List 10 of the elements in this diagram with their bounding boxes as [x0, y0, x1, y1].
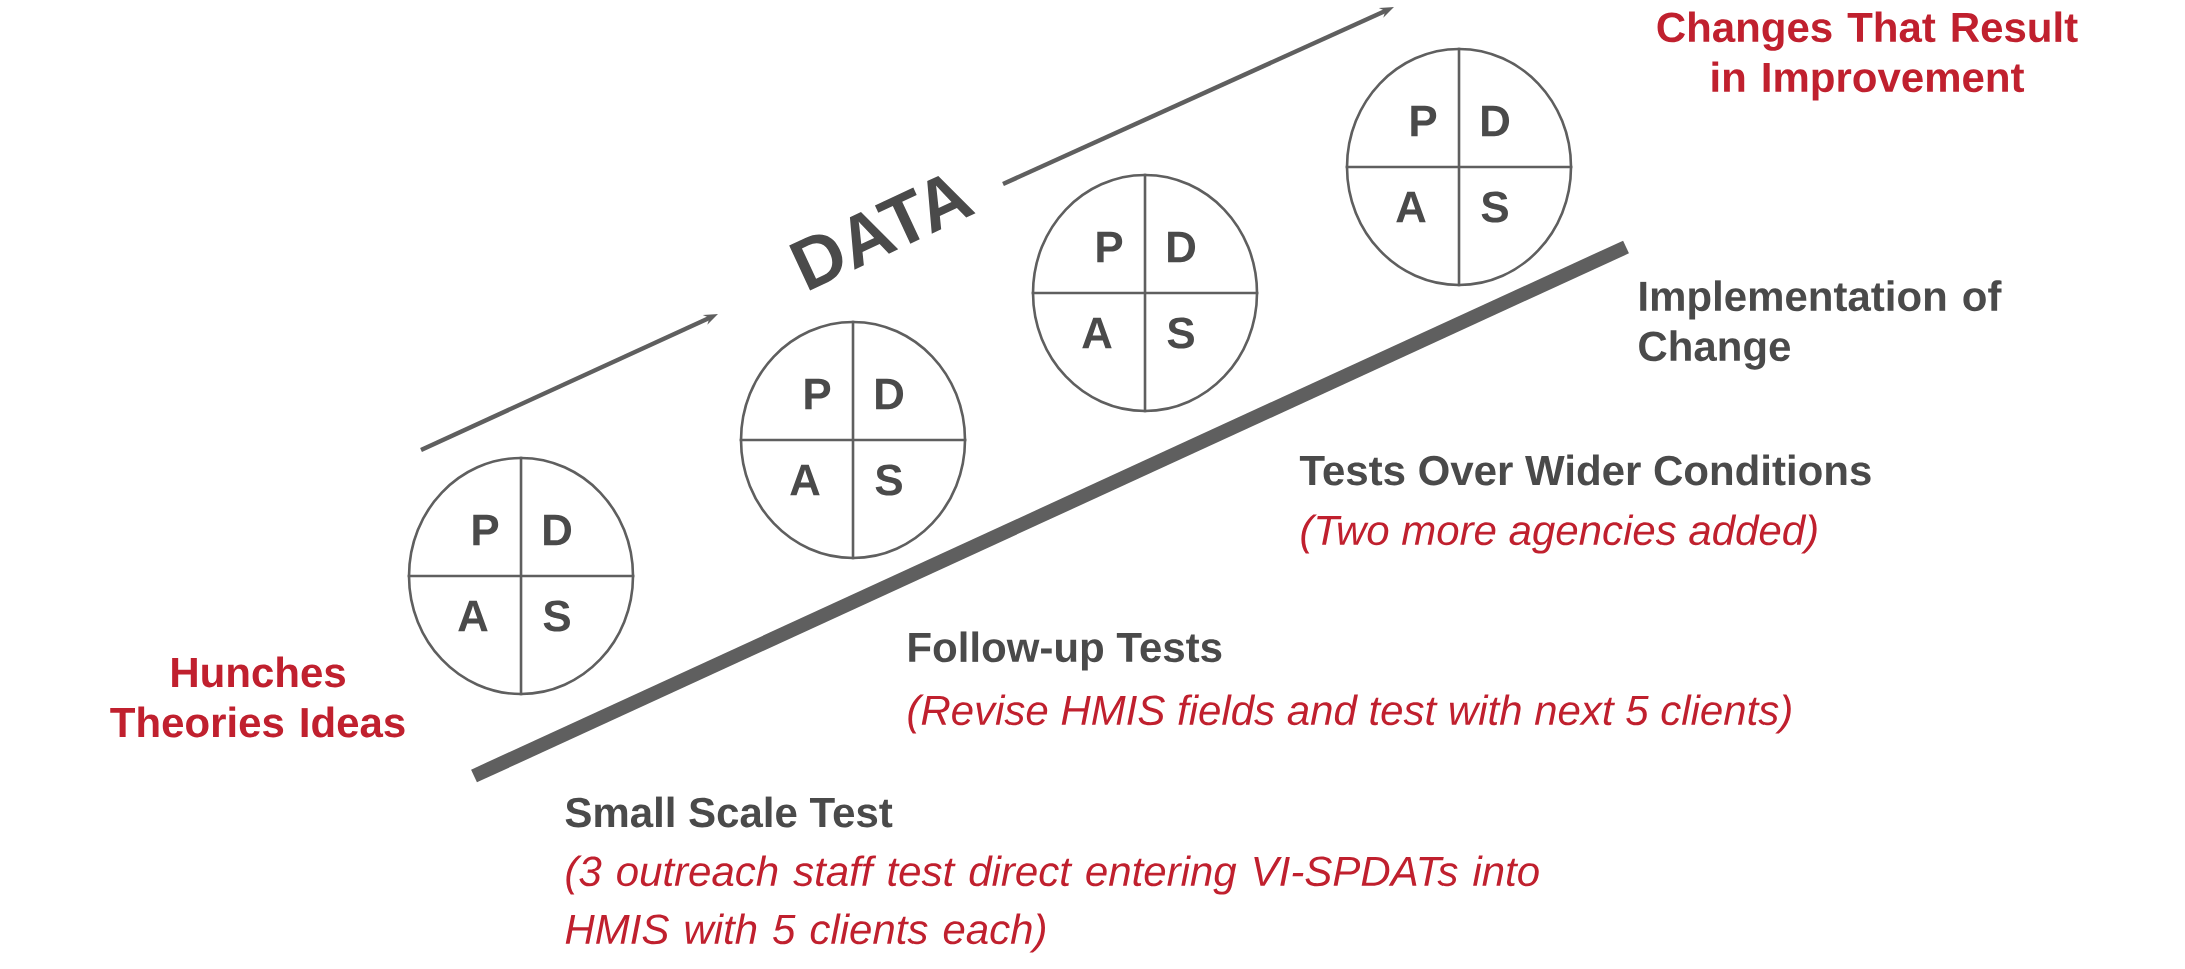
stage-heading: Implementation of Change [1639, 280, 2002, 370]
stage-note: (Two more agencies added) [1301, 514, 1817, 554]
stage-note: (Revise HMIS fields and test with next 5 clients) [908, 694, 1791, 734]
stage-heading: Follow-up Tests [909, 631, 1222, 671]
heading: Hunches Theories Ideas [110, 656, 405, 738]
stage-heading: Small Scale Test [565, 796, 893, 828]
data-label: DATA [789, 176, 976, 291]
stage-heading: Tests Over Wider Conditions [1299, 454, 1871, 486]
heading: Changes That Result in Improvement [1657, 11, 2078, 101]
stage-note: (3 outreach staff test direct entering VI-SPDATs into HMIS with 5 clients each) [565, 855, 1539, 953]
